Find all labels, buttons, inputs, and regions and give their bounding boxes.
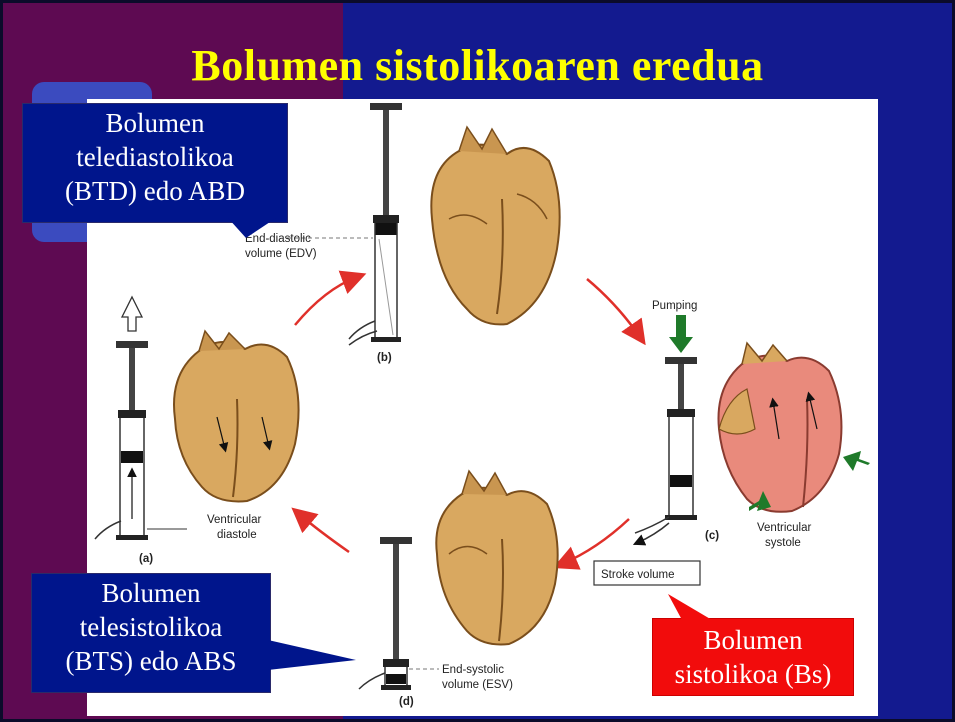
callout-sv-pointer bbox=[662, 592, 722, 632]
callout-esv-line3: (BTS) edo ABS bbox=[32, 644, 270, 678]
callout-edv-pointer bbox=[228, 218, 288, 248]
heart-b bbox=[431, 127, 559, 324]
slide-title: Bolumen sistolikoaren eredua bbox=[0, 40, 955, 91]
syringe-c bbox=[635, 357, 697, 543]
callout-esv-line1: Bolumen bbox=[32, 576, 270, 610]
systole-label-line2: systole bbox=[765, 537, 801, 549]
callout-edv-line1: Bolumen bbox=[23, 106, 287, 140]
panel-a-label: (a) bbox=[139, 553, 153, 565]
heart-c bbox=[718, 343, 841, 512]
callout-edv: Bolumen telediastolikoa (BTD) edo ABD bbox=[22, 103, 288, 223]
cycle-arrow-d-to-a bbox=[299, 514, 349, 552]
panel-c-label: (c) bbox=[705, 530, 719, 542]
systole-label-line1: Ventricular bbox=[757, 522, 812, 534]
esv-label-line2: volume (ESV) bbox=[442, 679, 513, 691]
callout-edv-line2: telediastolikoa bbox=[23, 140, 287, 174]
cycle-arrow-b-to-c bbox=[587, 279, 640, 337]
heart-a bbox=[174, 331, 299, 501]
callout-edv-line3: (BTD) edo ABD bbox=[23, 174, 287, 208]
callout-esv-pointer bbox=[268, 638, 358, 678]
pumping-arrow-icon bbox=[669, 315, 693, 353]
stroke-volume-label: Stroke volume bbox=[601, 569, 675, 581]
heart-d bbox=[436, 471, 557, 644]
syringe-d bbox=[359, 537, 412, 690]
callout-esv-line2: telesistolikoa bbox=[32, 610, 270, 644]
esv-label-line1: End-systolic bbox=[442, 664, 504, 676]
callout-sv-line2: sistolikoa (Bs) bbox=[653, 657, 853, 691]
diastole-label-line2: diastole bbox=[217, 529, 257, 541]
cycle-arrow-c-to-d bbox=[562, 519, 629, 564]
callout-esv: Bolumen telesistolikoa (BTS) edo ABS bbox=[31, 573, 271, 693]
panel-d-label: (d) bbox=[399, 696, 414, 708]
panel-b-label: (b) bbox=[377, 352, 392, 364]
syringe-b bbox=[349, 103, 402, 345]
diastole-label-line1: Ventricular bbox=[207, 514, 262, 526]
edv-label-line2: volume (EDV) bbox=[245, 248, 317, 260]
syringe-a bbox=[95, 297, 187, 540]
pumping-label: Pumping bbox=[652, 300, 697, 312]
squeeze-arrow-right-icon bbox=[843, 451, 870, 471]
cycle-arrow-a-to-b bbox=[295, 277, 357, 325]
